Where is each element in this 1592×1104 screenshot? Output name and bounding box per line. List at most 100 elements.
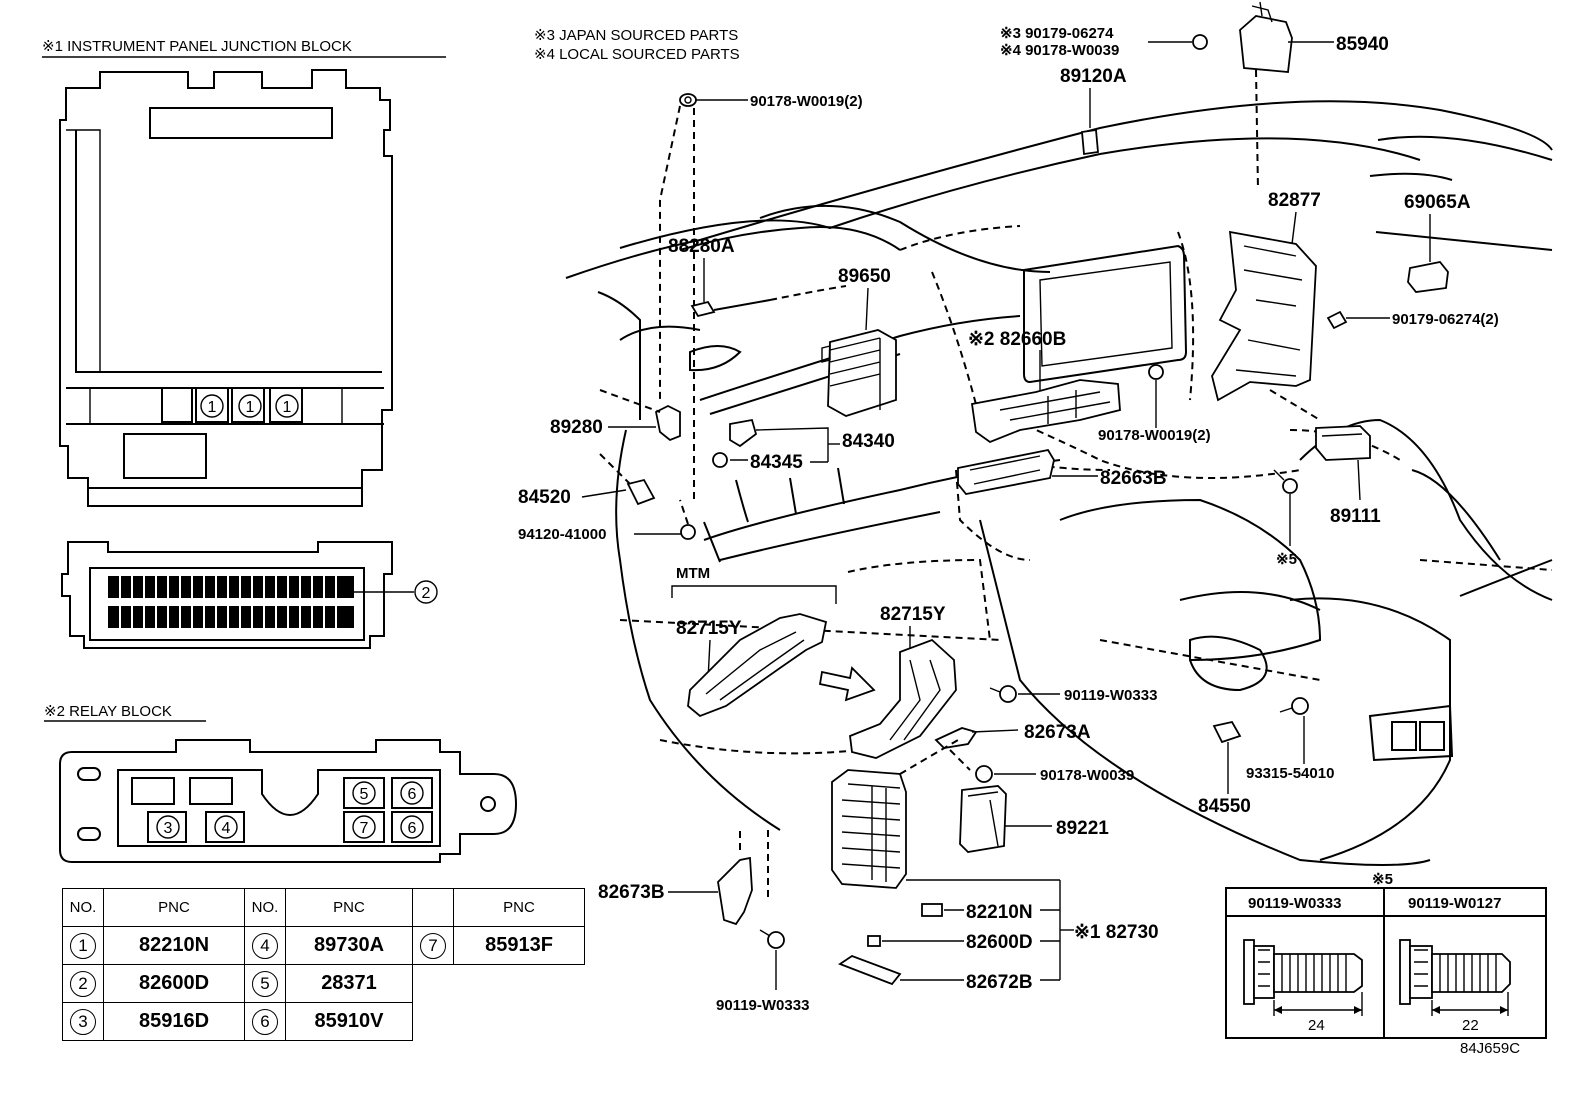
part-89221-module: 89221 xyxy=(959,785,1109,853)
table-header: PNC xyxy=(285,888,413,927)
callout-label: 82877 xyxy=(1268,190,1321,211)
nut-90178-w0019-top: 90178-W0019(2) xyxy=(659,93,863,500)
callout-label: 89221 xyxy=(1056,818,1109,839)
part-89650-sensor: 89650 xyxy=(821,266,897,417)
callout-label: 82715Y xyxy=(880,604,946,625)
bolt-length: 22 xyxy=(1462,1017,1479,1034)
callout-label: 90179-06274(2) xyxy=(1392,311,1499,328)
relay-mark: 3 xyxy=(164,820,173,837)
callout-label: 90178-W0019(2) xyxy=(750,93,863,110)
nut-90179-06274-top: ※3 90179-06274 ※4 90178-W0039 xyxy=(1000,25,1208,59)
table-header: PNC xyxy=(453,888,585,927)
junction-block-heading: ※1 INSTRUMENT PANEL JUNCTION BLOCK xyxy=(42,38,352,55)
bolt-90119-w0333: 90119-W0333 xyxy=(989,685,1157,704)
table-row: 3 85916D 6 85910V xyxy=(62,1002,585,1041)
bolt-93315-54010: 93315-54010 xyxy=(1246,697,1334,782)
callout-label: 90119-W0333 xyxy=(1064,687,1157,704)
part-89111-module: 89111 xyxy=(1315,425,1381,527)
item-number: 2 xyxy=(70,970,96,997)
junction-block-drawing: ※1 INSTRUMENT PANEL JUNCTION BLOCK 1 1 1 xyxy=(42,38,446,649)
part-82673a-bracket: 82673A xyxy=(934,722,1091,749)
pnc-table: NO. PNC NO. PNC PNC 1 82210N 4 89730A 7 … xyxy=(62,888,585,1041)
callout-label: 82210N xyxy=(966,902,1033,923)
callout-label: ※5 xyxy=(1276,551,1297,568)
callout-label: ※3 90179-06274 xyxy=(1000,25,1114,42)
callout-label: 84345 xyxy=(750,452,803,473)
callout-label: 82673A xyxy=(1024,722,1091,743)
nut-90178-w0019-right: 90178-W0019(2) xyxy=(1098,364,1211,444)
nut-94120-41000: 94120-41000 xyxy=(518,499,696,543)
block-mark: 1 xyxy=(208,399,217,416)
part-85940-module: 85940 xyxy=(1239,1,1389,191)
bolt-spec-box: ※5 90119-W0333 90119-W0127 24 xyxy=(1225,871,1547,1039)
pnc-cell: 28371 xyxy=(285,964,413,1003)
bolt-length: 24 xyxy=(1308,1017,1325,1034)
table-row: 2 82600D 5 28371 xyxy=(62,964,585,1003)
table-header: PNC xyxy=(103,888,245,927)
pnc-cell: 85910V xyxy=(285,1002,413,1041)
part-82877-bracket: 82877 xyxy=(1211,190,1321,421)
callout-label: 89650 xyxy=(838,266,891,287)
relay-mark: 7 xyxy=(360,820,369,837)
part-88280a: 88280A xyxy=(668,236,847,318)
japan-sourced-note: ※3 JAPAN SOURCED PARTS xyxy=(534,27,738,44)
callout-label: 84340 xyxy=(842,431,895,452)
part-82660b-relay-block: ※2 82660B xyxy=(968,329,1121,444)
callout-label: 84520 xyxy=(518,487,571,508)
pnc-cell: 82600D xyxy=(103,964,245,1003)
instrument-panel-outline xyxy=(565,100,1553,866)
mtm-bracket-group: MTM 82715Y xyxy=(671,565,837,718)
bolt-w0127-illustration: 22 xyxy=(1399,939,1511,1034)
callout-label: 82672B xyxy=(966,972,1033,993)
callout-label: 82600D xyxy=(966,932,1033,953)
center-display-screen xyxy=(1023,244,1188,384)
callout-label: 90178-W0039 xyxy=(1040,767,1134,784)
part-82210n: 82210N xyxy=(921,902,1060,923)
table-header: NO. xyxy=(62,888,104,927)
callout-label: 90119-W0333 xyxy=(716,997,809,1014)
relay-block-drawing: ※2 RELAY BLOCK 5 6 3 4 7 6 xyxy=(44,703,518,863)
relay-mark: 5 xyxy=(360,786,369,803)
callout-label: 93315-54010 xyxy=(1246,765,1334,782)
pnc-cell: 89730A xyxy=(285,926,413,965)
catalog-code: 84J659C xyxy=(1460,1040,1521,1057)
callout-82730: ※1 82730 xyxy=(906,879,1159,980)
pnc-cell: 85916D xyxy=(103,1002,245,1041)
block-mark: 1 xyxy=(283,399,292,416)
part-82600d: 82600D xyxy=(867,932,1060,953)
item-number: 4 xyxy=(252,932,278,959)
callout-label: 82715Y xyxy=(676,618,742,639)
bolt-box-col2: 90119-W0127 xyxy=(1408,895,1501,912)
bolt-w0333-illustration: 24 xyxy=(1243,939,1363,1034)
callout-label: ※2 82660B xyxy=(968,329,1066,350)
part-89120a-sensor: 89120A xyxy=(1060,66,1127,156)
pnc-cell: 85913F xyxy=(453,926,585,965)
part-82730-junction-block xyxy=(831,739,959,889)
connector-pins xyxy=(108,576,354,628)
bolt-box-col1: 90119-W0333 xyxy=(1248,895,1341,912)
direction-arrow xyxy=(818,666,876,702)
table-header: NO. xyxy=(244,888,286,927)
table-header-row: NO. PNC NO. PNC PNC xyxy=(62,888,585,927)
part-82672b-cover: 82672B xyxy=(838,954,1060,993)
callout-label: 89280 xyxy=(550,417,603,438)
callout-label: 94120-41000 xyxy=(518,526,606,543)
table-header xyxy=(412,888,454,927)
part-82715y-bracket: 82715Y xyxy=(849,604,957,759)
callout-label: 69065A xyxy=(1404,192,1471,213)
relay-mark: 6 xyxy=(408,786,417,803)
part-89280-sensor: 89280 xyxy=(550,389,681,442)
relay-mark: 6 xyxy=(408,820,417,837)
bolt-note-5: ※5 xyxy=(1273,469,1298,568)
callout-label: 84550 xyxy=(1198,796,1251,817)
part-82673b-bracket: 82673B xyxy=(598,830,769,926)
part-82663b-cover: 82663B xyxy=(957,448,1167,495)
nut-90179-06274-right: 90179-06274(2) xyxy=(1326,310,1499,330)
callout-label: 82673B xyxy=(598,882,665,903)
block-mark: 2 xyxy=(422,585,431,602)
nut-90178-w0039: 90178-W0039 xyxy=(949,749,1134,784)
item-number: 5 xyxy=(252,970,278,997)
part-84340-switch: 84340 84345 xyxy=(712,418,895,473)
part-84550-switch: 84550 xyxy=(1198,720,1251,817)
